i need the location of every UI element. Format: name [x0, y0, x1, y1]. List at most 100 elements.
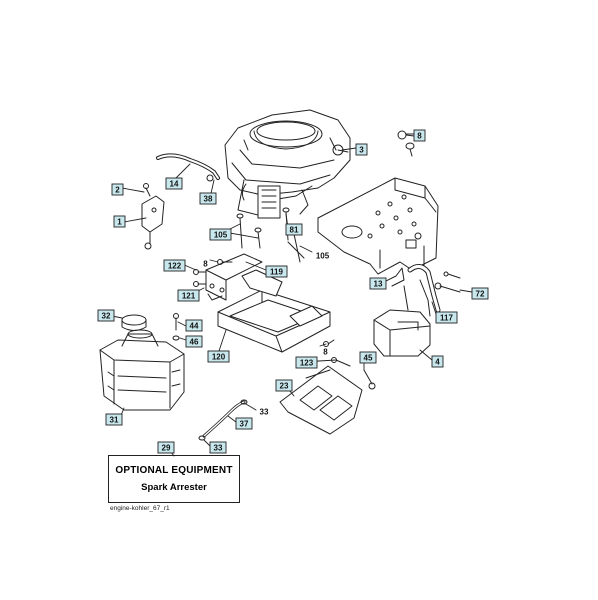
callout-29: 29	[157, 441, 175, 454]
callout-122: 122	[163, 259, 186, 272]
callout-box	[185, 335, 203, 348]
callout-8: 8	[203, 260, 208, 269]
callout-box	[207, 350, 230, 363]
callout-45: 45	[359, 351, 377, 364]
callout-box	[369, 277, 387, 290]
callout-number: 31	[110, 416, 119, 425]
callout-number: 33	[214, 444, 223, 453]
callout-box	[265, 265, 288, 278]
callout-box	[177, 289, 200, 302]
fuel-tank-drawing	[99, 329, 185, 411]
callout-46: 46	[185, 335, 203, 348]
callout-box	[355, 143, 368, 156]
callout-105: 105	[316, 252, 330, 261]
callout-box	[431, 355, 444, 368]
callout-box	[97, 309, 115, 322]
callout-8: 8	[323, 348, 328, 357]
callout-13: 13	[369, 277, 387, 290]
callout-number: 44	[190, 322, 199, 331]
callout-box	[157, 441, 175, 454]
callout-8: 8	[413, 129, 426, 142]
callout-72: 72	[471, 287, 489, 300]
callout-number: 13	[374, 280, 383, 289]
callout-number: 120	[212, 353, 226, 362]
callout-number: 117	[440, 314, 453, 323]
callout-38: 38	[199, 192, 217, 205]
callout-81: 81	[285, 223, 303, 236]
throttle-bracket-drawing	[141, 183, 165, 250]
callout-32: 32	[97, 309, 115, 322]
callout-box	[235, 417, 253, 430]
callout-number: 121	[182, 292, 196, 301]
callout-box	[295, 356, 318, 369]
callout-number: 29	[162, 444, 171, 453]
callout-box	[413, 129, 426, 142]
callout-number: 122	[168, 262, 182, 271]
muffler-drawing	[373, 279, 431, 357]
frame-drawing	[317, 177, 439, 275]
callout-number: 105	[214, 231, 228, 240]
callout-box	[113, 215, 126, 228]
callout-3: 3	[355, 143, 368, 156]
mount-bracket-drawing	[205, 253, 323, 327]
callout-box	[185, 319, 203, 332]
bolt-pair	[397, 130, 415, 157]
callout-box	[163, 259, 186, 272]
callout-44: 44	[185, 319, 203, 332]
callout-119: 119	[265, 265, 288, 278]
callout-33: 33	[260, 408, 269, 417]
callout-120: 120	[207, 350, 230, 363]
callout-number: 1	[117, 218, 122, 227]
callout-box	[435, 311, 458, 324]
callout-number: 119	[270, 268, 283, 277]
callout-box	[105, 413, 123, 426]
engine-drawing	[224, 109, 351, 219]
callout-number: 81	[290, 226, 299, 235]
spark-arrester-label: Spark Arrester	[141, 482, 207, 493]
callout-number: 33	[260, 408, 269, 417]
callout-14: 14	[165, 177, 183, 190]
callout-33: 33	[209, 441, 227, 454]
optional-equipment-title: OPTIONAL EQUIPMENT	[115, 465, 233, 476]
callout-number: 105	[316, 252, 330, 261]
callout-box	[209, 441, 227, 454]
callout-number: 14	[170, 180, 179, 189]
callout-37: 37	[235, 417, 253, 430]
callout-121: 121	[177, 289, 200, 302]
callout-box	[199, 192, 217, 205]
callout-number: 8	[417, 132, 422, 141]
callout-number: 32	[102, 312, 111, 321]
fuel-cap-drawing	[121, 314, 147, 331]
exhaust-pipe	[407, 264, 441, 313]
callout-number: 23	[280, 382, 289, 391]
callout-number: 37	[240, 420, 249, 429]
callout-123: 123	[295, 356, 318, 369]
callout-number: 2	[115, 186, 120, 195]
callout-box	[209, 228, 232, 241]
optional-equipment-box: OPTIONAL EQUIPMENT Spark Arrester	[108, 455, 240, 503]
callout-number: 3	[359, 146, 364, 155]
callout-number: 123	[300, 359, 314, 368]
callout-number: 38	[204, 195, 213, 204]
callout-number: 46	[190, 338, 199, 347]
callout-box	[359, 351, 377, 364]
callout-117: 117	[435, 311, 458, 324]
callout-number: 72	[476, 290, 485, 299]
callout-23: 23	[275, 379, 293, 392]
callout-1: 1	[113, 215, 126, 228]
callout-31: 31	[105, 413, 123, 426]
callout-number: 4	[435, 358, 440, 367]
callout-box	[285, 223, 303, 236]
callout-number: 45	[364, 354, 373, 363]
callout-2: 2	[111, 183, 124, 196]
callout-4: 4	[431, 355, 444, 368]
callout-box	[275, 379, 293, 392]
callout-box	[111, 183, 124, 196]
callout-105: 105	[209, 228, 232, 241]
callout-box	[471, 287, 489, 300]
callout-number: 8	[323, 348, 328, 357]
heat-shield-drawing	[217, 289, 331, 353]
diagram-filename: engine-kohler_67_r1	[110, 505, 170, 512]
callout-box	[165, 177, 183, 190]
